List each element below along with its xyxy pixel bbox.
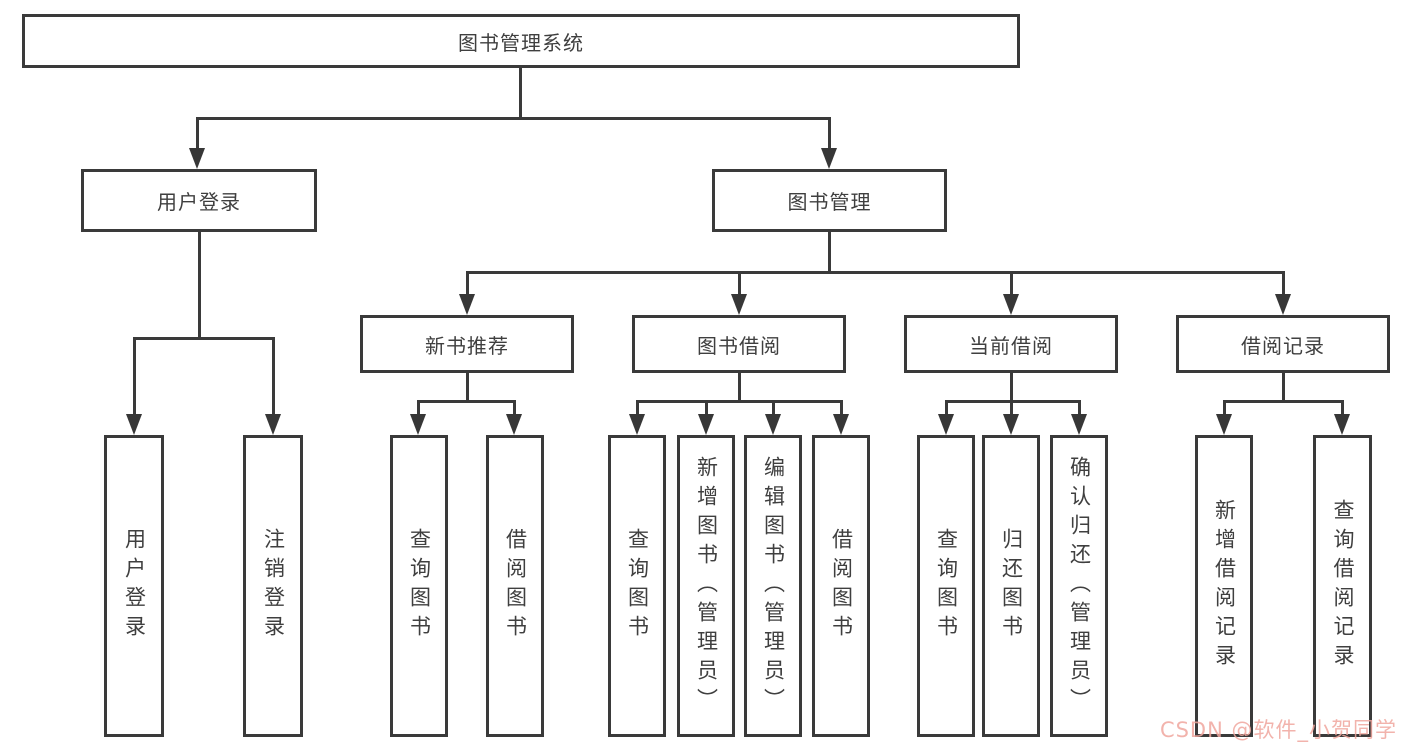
leaf-borrow-books: 借阅图书 — [486, 435, 544, 737]
csdn-watermark: CSDN @软件_小贺同学 — [1159, 718, 1397, 742]
connector-userlogin-drop — [272, 337, 275, 417]
connector-group4-rail — [1224, 400, 1342, 403]
node-label: 用户登录 — [157, 190, 241, 214]
leaf-query-books: 查询图书 — [917, 435, 975, 737]
arrow-down-icon — [126, 414, 142, 435]
leaf-query-books: 查询图书 — [390, 435, 448, 737]
leaf-label: 归还图书 — [999, 528, 1024, 644]
connector-group4-stem — [1282, 373, 1285, 400]
leaf-label: 查询图书 — [625, 528, 650, 644]
leaf-label: 用户登录 — [122, 528, 147, 644]
node-label: 图书管理 — [787, 190, 872, 214]
leaf-label: 查询图书 — [407, 528, 432, 644]
connector-bookmgmt-drop — [1282, 271, 1285, 296]
connector-group3-drop — [1078, 400, 1081, 417]
connector-userlogin-stem — [198, 232, 201, 337]
leaf-label: 借阅图书 — [503, 528, 528, 644]
arrow-down-icon — [698, 414, 714, 435]
node-label: 当前借阅 — [969, 333, 1053, 358]
connector-root-right-drop — [828, 117, 831, 150]
connector-group3-drop — [1010, 400, 1013, 417]
arrow-down-icon — [731, 294, 747, 315]
node-user-login: 用户登录 — [81, 169, 317, 232]
leaf-query-books: 查询图书 — [608, 435, 666, 737]
connector-group3-stem — [1010, 373, 1013, 400]
connector-bookmgmt-drop — [1010, 271, 1013, 296]
arrow-down-icon — [765, 414, 781, 435]
connector-root-left-drop — [196, 117, 199, 150]
leaf-edit-books-admin: 编辑图书（管理员） — [744, 435, 802, 737]
arrow-down-icon — [265, 414, 281, 435]
arrow-down-icon — [833, 414, 849, 435]
leaf-logout: 注销登录 — [243, 435, 303, 737]
arrow-down-icon — [410, 414, 426, 435]
arrow-down-icon — [1216, 414, 1232, 435]
connector-group3-rail — [946, 400, 1080, 403]
connector-bookmgmt-stem — [828, 232, 831, 271]
node-book-management: 图书管理 — [712, 169, 947, 232]
connector-bookmgmt-drop — [738, 271, 741, 296]
node-new-book-recommend: 新书推荐 — [360, 315, 574, 373]
connector-group2-drop — [636, 400, 639, 417]
node-label: 图书管理系统 — [458, 30, 584, 55]
arrow-down-icon — [1071, 414, 1087, 435]
leaf-confirm-return-admin: 确认归还（管理员） — [1050, 435, 1108, 737]
leaf-borrow-books: 借阅图书 — [812, 435, 870, 737]
node-label: 借阅记录 — [1241, 333, 1325, 358]
connector-root-stem — [519, 68, 522, 117]
connector-group1-drop — [513, 400, 516, 417]
node-borrowing-records: 借阅记录 — [1176, 315, 1390, 373]
leaf-label: 借阅图书 — [829, 528, 854, 644]
connector-bookmgmt-rail — [467, 271, 1284, 274]
connector-group2-stem — [738, 373, 741, 400]
connector-group2-drop — [840, 400, 843, 417]
leaf-label: 注销登录 — [261, 528, 286, 644]
connector-group1-drop — [417, 400, 420, 417]
leaf-label: 新增图书（管理员） — [694, 455, 719, 717]
connector-bookmgmt-drop — [466, 271, 469, 296]
leaf-add-borrow-record: 新增借阅记录 — [1195, 435, 1253, 737]
connector-group2-rail — [637, 400, 842, 403]
node-book-borrowing: 图书借阅 — [632, 315, 846, 373]
connector-userlogin-drop — [133, 337, 136, 417]
arrow-down-icon — [629, 414, 645, 435]
leaf-add-books-admin: 新增图书（管理员） — [677, 435, 735, 737]
leaf-label: 新增借阅记录 — [1212, 499, 1237, 673]
connector-group1-rail — [418, 400, 515, 403]
arrow-down-icon — [189, 148, 205, 169]
node-current-borrowing: 当前借阅 — [904, 315, 1118, 373]
arrow-down-icon — [821, 148, 837, 169]
leaf-label: 编辑图书（管理员） — [761, 455, 786, 717]
arrow-down-icon — [938, 414, 954, 435]
connector-group3-drop — [945, 400, 948, 417]
arrow-down-icon — [1334, 414, 1350, 435]
node-library-management-system: 图书管理系统 — [22, 14, 1020, 68]
connector-userlogin-rail — [134, 337, 273, 340]
connector-group4-drop — [1341, 400, 1344, 417]
arrow-down-icon — [506, 414, 522, 435]
connector-group4-drop — [1223, 400, 1226, 417]
leaf-label: 确认归还（管理员） — [1067, 455, 1092, 717]
leaf-return-books: 归还图书 — [982, 435, 1040, 737]
connector-group2-drop — [772, 400, 775, 417]
connector-root-rail — [197, 117, 831, 120]
leaf-label: 查询图书 — [934, 528, 959, 644]
leaf-user-login: 用户登录 — [104, 435, 164, 737]
leaf-label: 查询借阅记录 — [1331, 499, 1355, 673]
arrow-down-icon — [1003, 294, 1019, 315]
connector-group1-stem — [466, 373, 469, 400]
node-label: 图书借阅 — [697, 333, 781, 358]
node-label: 新书推荐 — [425, 333, 509, 358]
arrow-down-icon — [1003, 414, 1019, 435]
arrow-down-icon — [459, 294, 475, 315]
arrow-down-icon — [1275, 294, 1291, 315]
leaf-query-borrow-record: 查询借阅记录 — [1313, 435, 1372, 737]
connector-group2-drop — [705, 400, 708, 417]
